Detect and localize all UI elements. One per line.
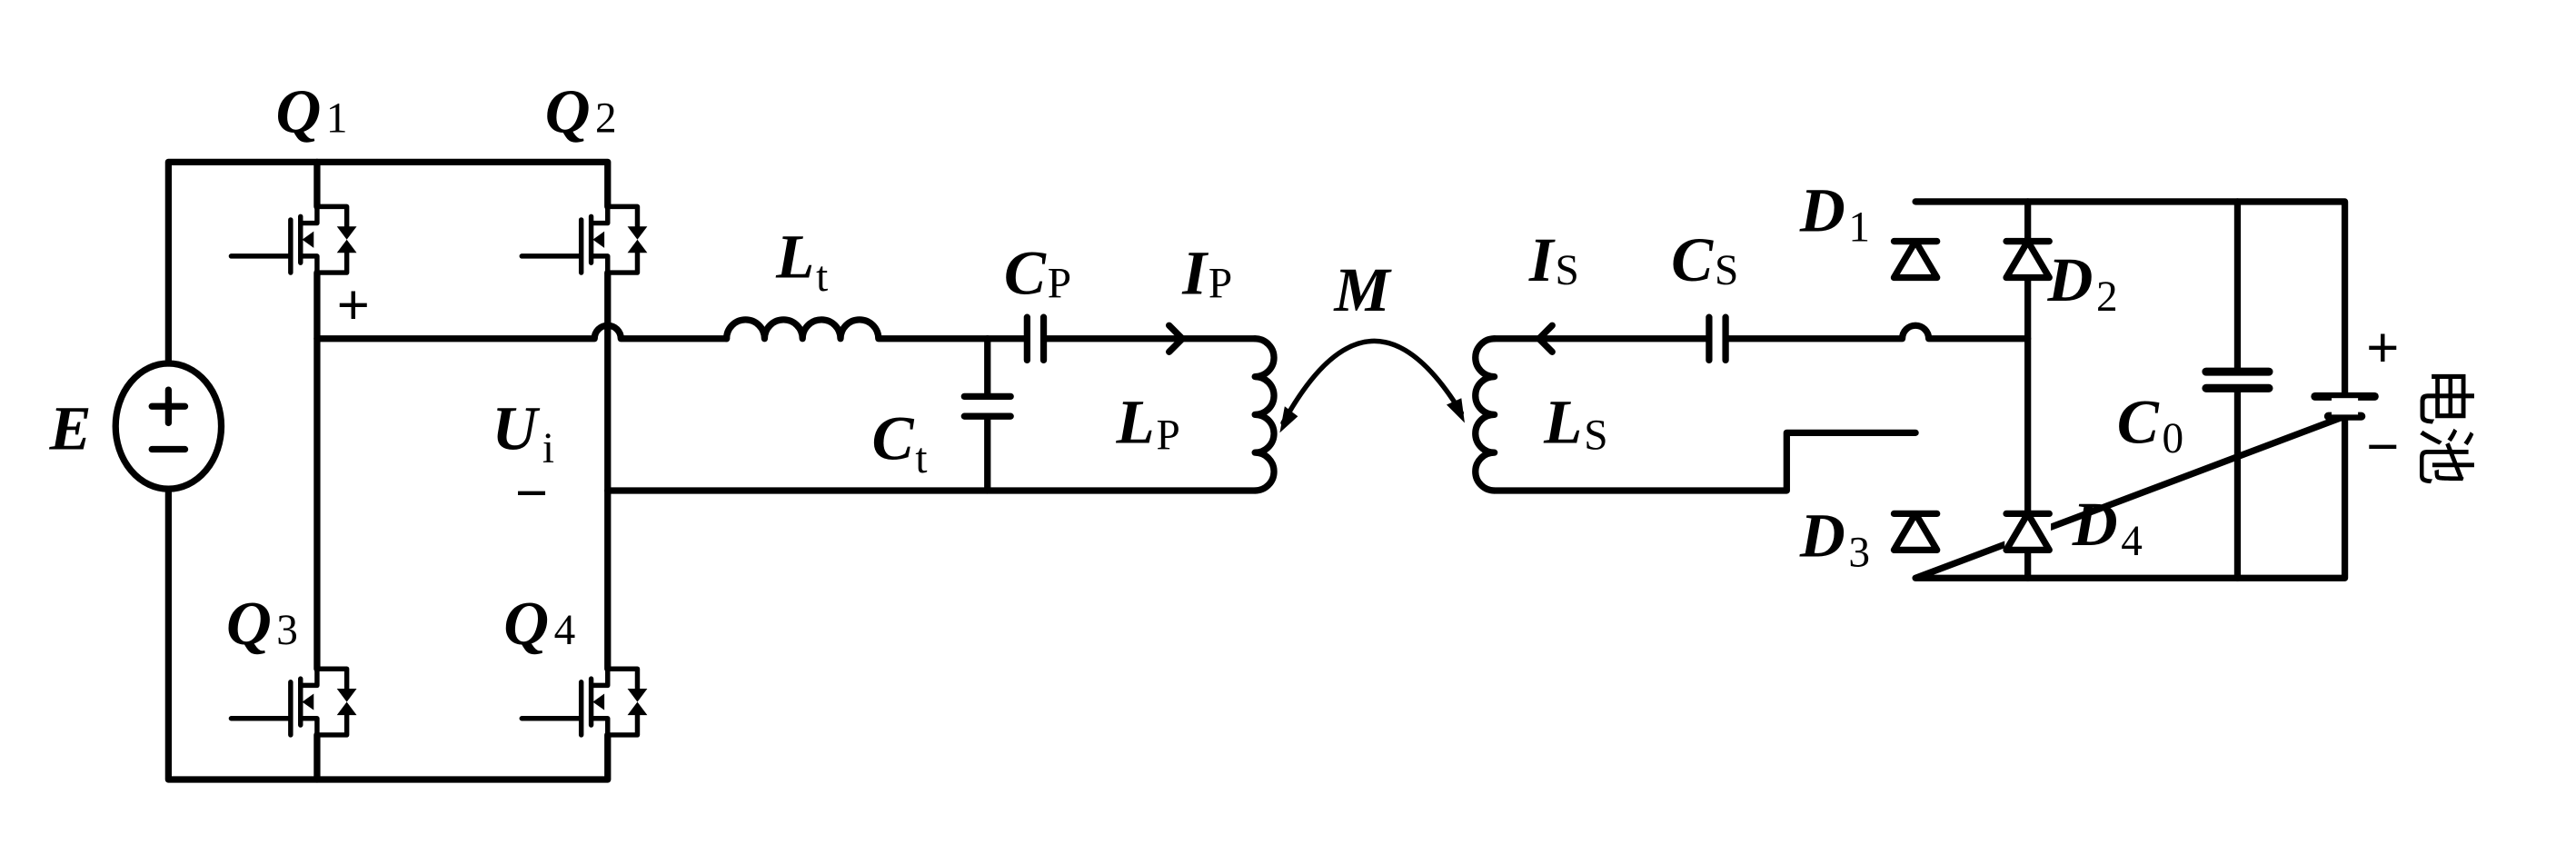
label-cs: CS xyxy=(1671,224,1738,294)
label-ui-minus: − xyxy=(515,462,548,525)
capacitor-cp xyxy=(984,313,1258,364)
label-battery: 电池 xyxy=(2410,367,2479,486)
label-ls: LS xyxy=(1543,386,1607,459)
label-is: IS xyxy=(1528,224,1579,294)
diode-d1 xyxy=(1890,237,1941,282)
capacitor-c0 xyxy=(2202,367,2273,392)
label-battery-minus: − xyxy=(2366,416,2399,479)
mosfet-q2 xyxy=(519,204,648,275)
label-m: M xyxy=(1333,254,1392,324)
mosfet-q4 xyxy=(519,666,648,738)
mutual-inductance-arc xyxy=(1279,338,1465,433)
coil-ls xyxy=(1472,335,1498,494)
label-e: E xyxy=(49,393,92,463)
secondary-return-wire xyxy=(1491,429,1919,494)
inductor-lt xyxy=(722,316,991,343)
dc-source-e xyxy=(112,360,225,492)
coil-lp xyxy=(1251,335,1278,494)
label-ct: Ct xyxy=(872,402,928,482)
diode-d2 xyxy=(2003,237,2053,282)
mosfet-q3 xyxy=(228,666,357,738)
diode-d4 xyxy=(2003,510,2053,554)
label-battery-plus: + xyxy=(2366,317,2399,380)
label-cp: CP xyxy=(1004,238,1071,308)
label-lp: LP xyxy=(1116,386,1180,459)
capacitor-cs xyxy=(1491,313,2032,364)
inverter-wires xyxy=(164,158,1258,783)
battery-icon xyxy=(2311,392,2379,421)
label-ip: IP xyxy=(1181,238,1232,308)
capacitor-ct xyxy=(960,335,1014,494)
diode-d3 xyxy=(1890,510,1941,554)
label-ui-plus: + xyxy=(337,273,370,336)
mosfet-q1 xyxy=(228,204,357,275)
label-lt: Lt xyxy=(775,222,828,302)
